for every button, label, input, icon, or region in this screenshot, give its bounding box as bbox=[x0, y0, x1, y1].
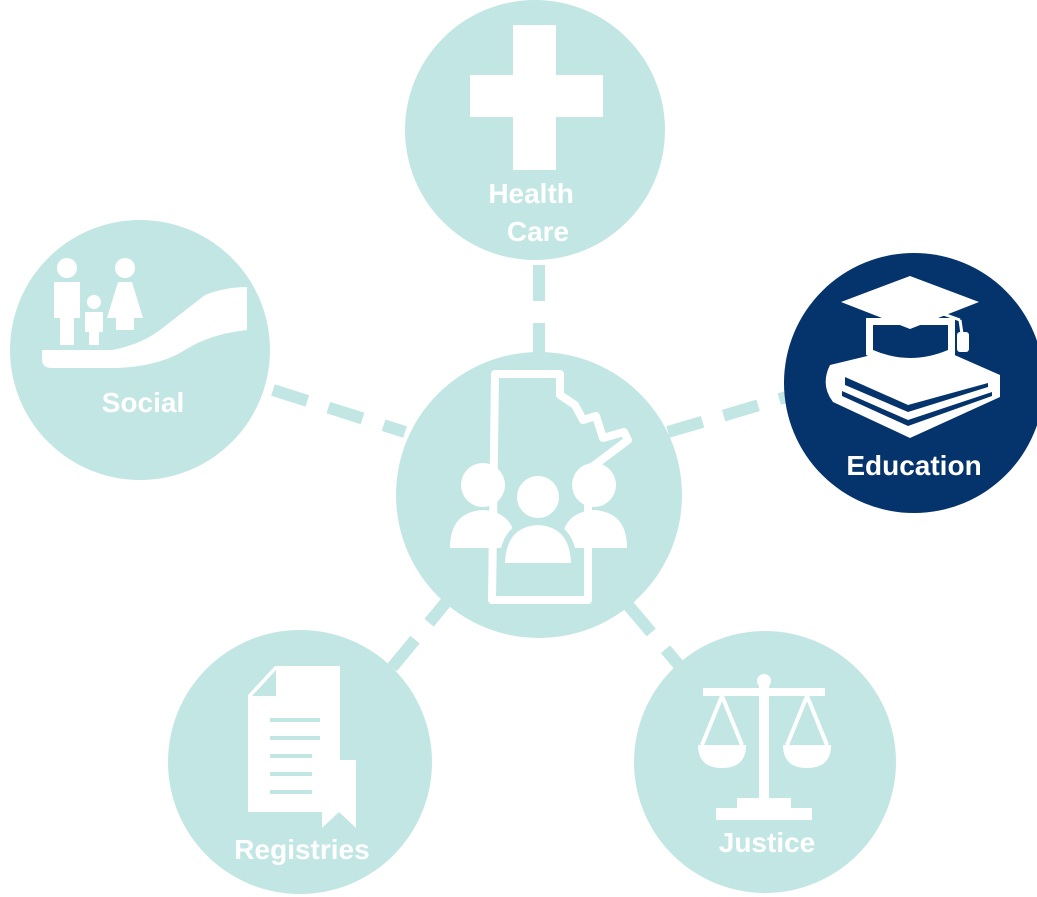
node-social-label: Social bbox=[102, 387, 184, 418]
node-social[interactable]: Social bbox=[10, 220, 270, 480]
node-health-care-label-line-1: Health bbox=[488, 178, 574, 209]
node-social-label-line-1: Social bbox=[102, 387, 184, 418]
node-justice-label-line-1: Justice bbox=[719, 827, 816, 858]
graduation-cap-book-icon bbox=[825, 276, 1000, 438]
node-education-label: Education bbox=[846, 450, 981, 481]
connector-social bbox=[271, 384, 407, 438]
node-education-label-line-1: Education bbox=[846, 450, 981, 481]
node-education[interactable]: Education bbox=[784, 253, 1037, 513]
center-hub bbox=[396, 352, 682, 638]
node-registries[interactable]: Registries bbox=[168, 630, 432, 894]
connector-justice bbox=[623, 601, 688, 674]
manitoba-people-icon bbox=[450, 370, 632, 604]
document-bookmark-icon bbox=[248, 666, 356, 828]
connectors bbox=[271, 265, 792, 680]
connector-education bbox=[666, 390, 792, 438]
scales-of-justice-icon bbox=[698, 674, 831, 820]
node-registries-label-line-1: Registries bbox=[234, 834, 369, 865]
node-health-care[interactable]: Health Care bbox=[405, 0, 665, 260]
node-health-care-label: Health Care bbox=[488, 178, 581, 247]
family-hand-icon bbox=[42, 258, 247, 368]
node-justice[interactable]: Justice bbox=[634, 631, 896, 893]
node-registries-label: Registries bbox=[234, 834, 369, 865]
node-justice-label: Justice bbox=[719, 827, 816, 858]
medical-cross-icon bbox=[470, 25, 603, 170]
node-health-care-label-line-2: Care bbox=[507, 216, 569, 247]
connector-registries bbox=[380, 591, 457, 680]
